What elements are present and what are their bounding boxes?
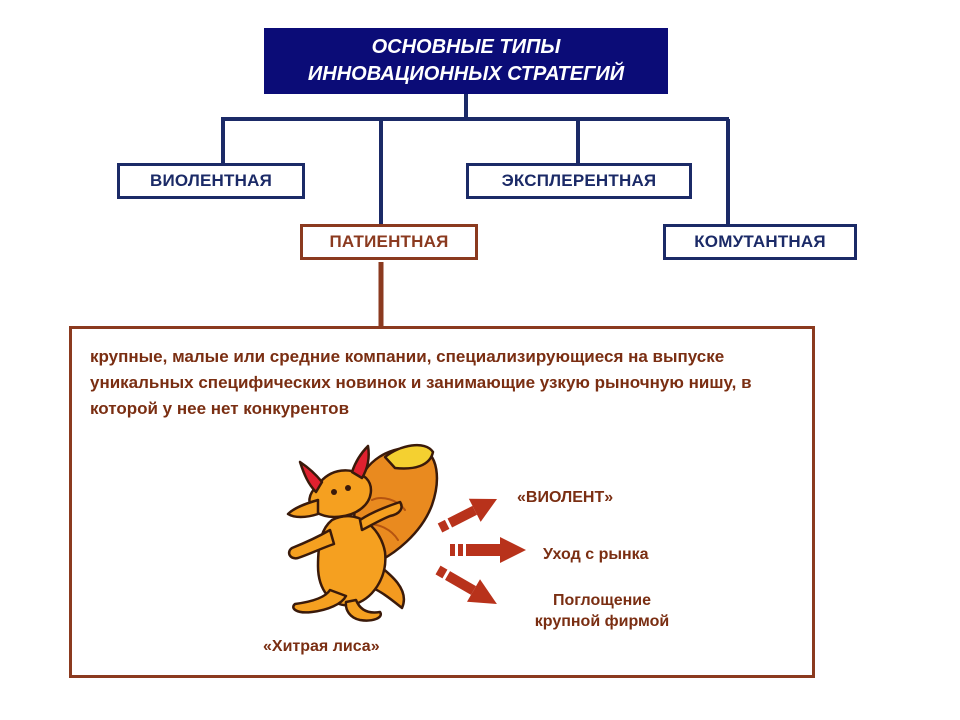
strategy-box-commutant: КОМУТАНТНАЯ: [663, 224, 857, 260]
patient-description-text: крупные, малые или средние компании, спе…: [90, 347, 752, 418]
fox-icon: [286, 443, 439, 622]
right-arrow-icon-up: [437, 498, 498, 533]
outcome-absorb-line-2: крупной фирмой: [534, 613, 670, 630]
title-box: ОСНОВНЫЕ ТИПЫ ИННОВАЦИОННЫХ СТРАТЕГИЙ: [264, 28, 668, 94]
title-line-2: ИННОВАЦИОННЫХ СТРАТЕГИЙ: [307, 63, 625, 85]
right-arrow-icon-straight: [450, 537, 526, 563]
strategy-box-patient: ПАТИЕНТНАЯ: [300, 224, 478, 260]
strategy-box-violent: ВИОЛЕНТНАЯ: [117, 163, 305, 199]
outcome-absorb-line-1: Поглощение: [552, 592, 652, 609]
title-line-1: ОСНОВНЫЕ ТИПЫ: [371, 36, 561, 58]
fox-caption: «Хитрая лиса»: [263, 638, 380, 655]
outcome-absorb-label: Поглощение крупной фирмой: [511, 590, 693, 632]
right-arrow-icon-down: [435, 565, 497, 604]
strategy-box-explerent: ЭКСПЛЕРЕНТНАЯ: [466, 163, 692, 199]
patient-description-panel: [69, 326, 815, 678]
outcome-violent-label: «ВИОЛЕНТ»: [517, 489, 614, 506]
outcome-exit-label: Уход с рынка: [543, 546, 649, 563]
